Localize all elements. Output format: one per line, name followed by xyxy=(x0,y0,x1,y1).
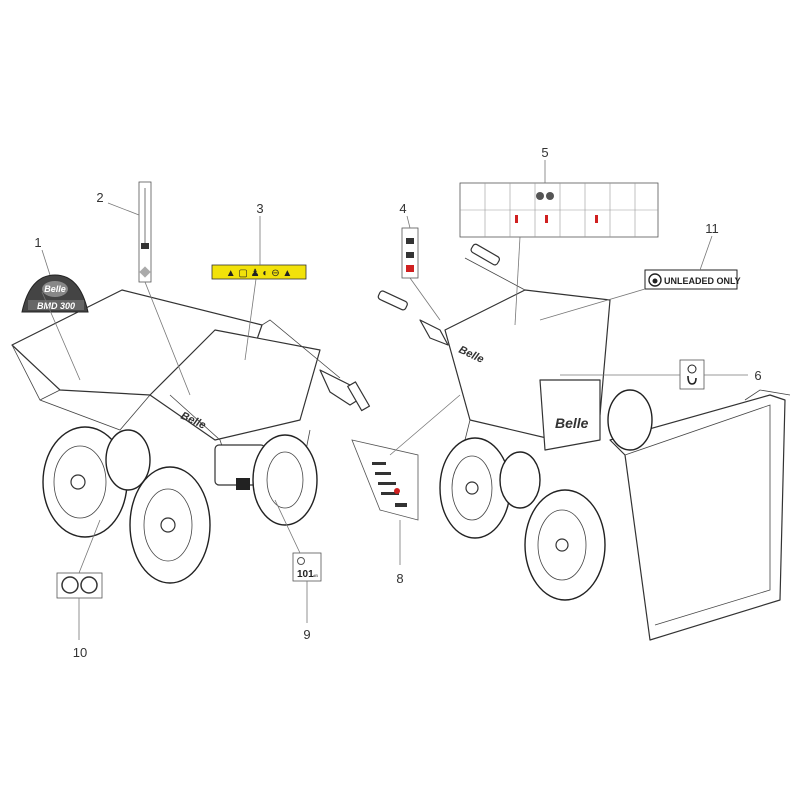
callout-10: 10 xyxy=(73,645,87,660)
callout-1: 1 xyxy=(34,235,41,250)
unleaded-only-text: UNLEADED ONLY xyxy=(664,276,741,286)
callout-2: 2 xyxy=(96,190,103,205)
left-frame xyxy=(149,329,321,441)
left-dumper-machine: Belle xyxy=(11,289,371,584)
level-strip-decal xyxy=(138,181,152,283)
unleaded-fuel-decal: UNLEADED ONLY xyxy=(644,269,741,290)
control-panel-decal xyxy=(351,439,419,521)
noise-unit: dB xyxy=(313,573,318,578)
right-brand-text: Belle xyxy=(555,415,589,431)
callout-5: 5 xyxy=(541,145,548,160)
callout-3: 3 xyxy=(256,201,263,216)
svg-text:Belle: Belle xyxy=(44,284,66,294)
svg-text:▲ ▢ ♟ ◐ ⊖ ▲: ▲ ▢ ♟ ◐ ⊖ ▲ xyxy=(226,268,293,279)
lifting-point-decal xyxy=(679,359,705,390)
logo-decal: Belle BMD 300 xyxy=(21,274,89,313)
right-dumper-machine: Belle Belle xyxy=(377,243,791,641)
callout-4: 4 xyxy=(399,201,406,216)
noise-level-decal: 101 dB xyxy=(292,552,322,582)
warning-decal: ▲ ▢ ♟ ◐ ⊖ ▲ xyxy=(211,264,307,280)
tyre-pressure-decal xyxy=(56,572,103,599)
callout-9: 9 xyxy=(303,627,310,642)
instruction-decal xyxy=(459,182,659,238)
callout-8: 8 xyxy=(396,571,403,586)
noise-value: 101 xyxy=(297,569,314,580)
callout-11: 11 xyxy=(705,221,719,236)
left-handle-grip xyxy=(347,381,371,412)
leader-lines xyxy=(41,160,748,640)
svg-text:BMD 300: BMD 300 xyxy=(37,301,75,311)
control-decal xyxy=(401,227,419,279)
right-handle-grip-right xyxy=(470,243,500,266)
right-handle-grip-left xyxy=(377,290,408,311)
callout-6: 6 xyxy=(754,368,761,383)
